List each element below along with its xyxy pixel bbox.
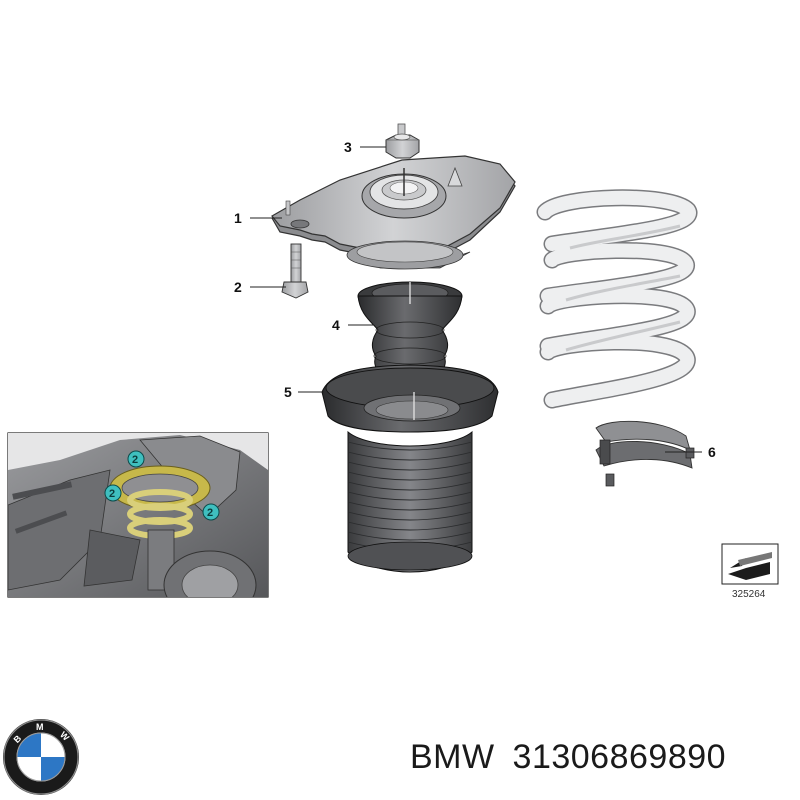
product-caption: BMW 31306869890 — [410, 738, 790, 788]
callout-5: 5 — [284, 384, 292, 400]
image-number: 325264 — [732, 589, 766, 600]
inset-badge-3: 2 — [207, 507, 213, 519]
dust-boot-part — [321, 364, 499, 573]
callout-4: 4 — [332, 317, 340, 333]
bmw-logo-letter-m: M — [36, 722, 44, 732]
nut-part — [385, 123, 420, 159]
callout-1: 1 — [234, 210, 242, 226]
callout-6: 6 — [708, 444, 716, 460]
callout-leaders — [250, 146, 702, 453]
part-number: 31306869890 — [512, 738, 727, 776]
top-mount-part — [271, 155, 516, 270]
spring-pad-part — [595, 420, 695, 487]
bmw-logo-icon — [3, 719, 79, 795]
callout-2: 2 — [234, 279, 242, 295]
location-inset — [7, 432, 269, 598]
bump-stop-part — [357, 281, 463, 383]
direction-arrow-icon — [721, 543, 779, 585]
bolt-part — [281, 243, 309, 299]
brand-name: BMW — [410, 738, 495, 776]
coil-spring-part — [536, 189, 698, 409]
inset-badge-2: 2 — [109, 488, 115, 500]
inset-badge-1: 2 — [132, 454, 138, 466]
callout-3: 3 — [344, 139, 352, 155]
